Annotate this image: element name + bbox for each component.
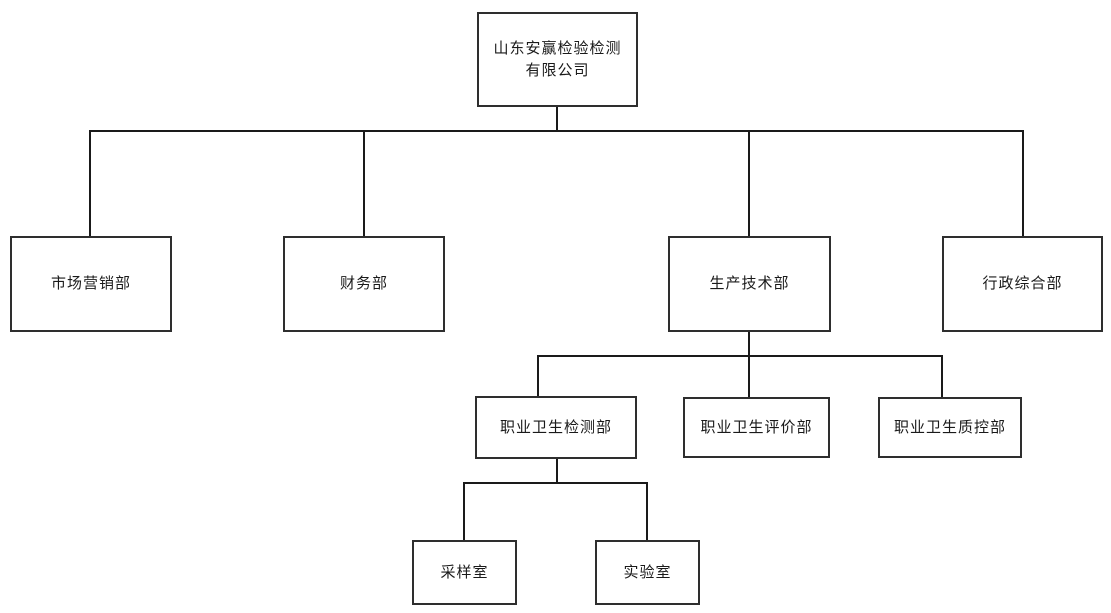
org-node-quality: 职业卫生质控部 — [878, 397, 1022, 458]
org-node-production: 生产技术部 — [668, 236, 831, 332]
org-node-testing: 职业卫生检测部 — [475, 396, 637, 459]
org-node-root-label-line1: 山东安赢检验检测 — [493, 39, 622, 57]
org-node-lab: 实验室 — [595, 540, 700, 605]
org-node-finance-label: 财务部 — [339, 275, 388, 292]
org-node-marketing-label: 市场营销部 — [50, 275, 131, 292]
connectors-production-to-children — [537, 332, 943, 397]
org-node-admin-label: 行政综合部 — [982, 275, 1063, 292]
org-node-root-label: 山东安赢检验检测 有限公司 — [493, 38, 621, 82]
org-node-evaluation: 职业卫生评价部 — [683, 397, 830, 458]
org-node-marketing: 市场营销部 — [10, 236, 172, 332]
org-node-finance: 财务部 — [283, 236, 445, 332]
org-node-sampling-label: 采样室 — [440, 563, 489, 581]
org-node-root-label-line2: 有限公司 — [525, 61, 590, 79]
org-node-quality-label: 职业卫生质控部 — [893, 418, 1006, 436]
org-node-production-label: 生产技术部 — [709, 275, 790, 292]
org-node-lab-label: 实验室 — [623, 563, 672, 581]
org-node-root: 山东安赢检验检测 有限公司 — [477, 12, 638, 107]
org-node-testing-label: 职业卫生检测部 — [499, 418, 612, 436]
org-node-evaluation-label: 职业卫生评价部 — [700, 418, 813, 436]
connectors-testing-to-children — [463, 459, 648, 540]
connectors-root-to-level2 — [89, 107, 1024, 236]
org-node-admin: 行政综合部 — [942, 236, 1103, 332]
org-node-sampling: 采样室 — [412, 540, 517, 605]
